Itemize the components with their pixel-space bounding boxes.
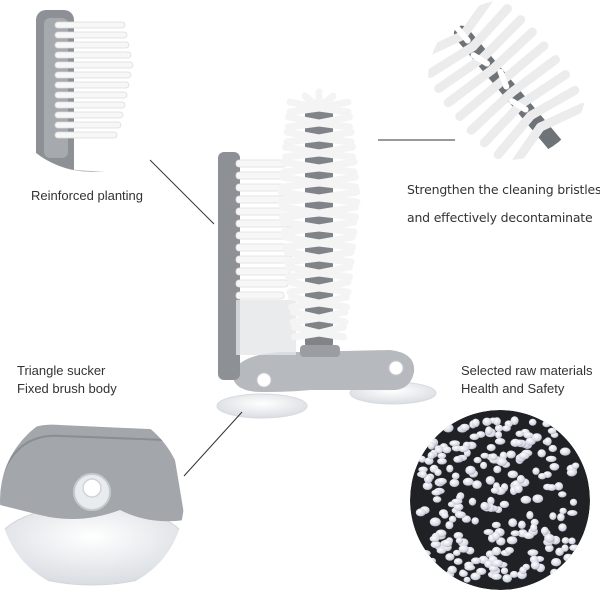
triangle-sucker-label-line2: Fixed brush body: [17, 381, 117, 396]
strengthen-bristles-label-line1: Strengthen the cleaning bristles: [407, 182, 600, 197]
selected-materials-label-line2: Health and Safety: [461, 381, 565, 396]
leader-lines: [149, 139, 455, 477]
raw-materials-detail-image: [410, 410, 590, 590]
selected-materials-label-line1: Selected raw materials: [461, 363, 593, 378]
strengthen-bristles-label-line2: and effectively decontaminate: [407, 210, 593, 225]
glass-brush-product-image: [216, 88, 437, 419]
reinforced-planting-label: Reinforced planting: [31, 188, 144, 203]
triangle-sucker-detail-image: [0, 408, 184, 591]
bristles-detail-image: [428, 0, 588, 160]
reinforced-planting-detail-image: [0, 0, 184, 172]
triangle-sucker-label-line1: Triangle sucker: [17, 363, 106, 378]
